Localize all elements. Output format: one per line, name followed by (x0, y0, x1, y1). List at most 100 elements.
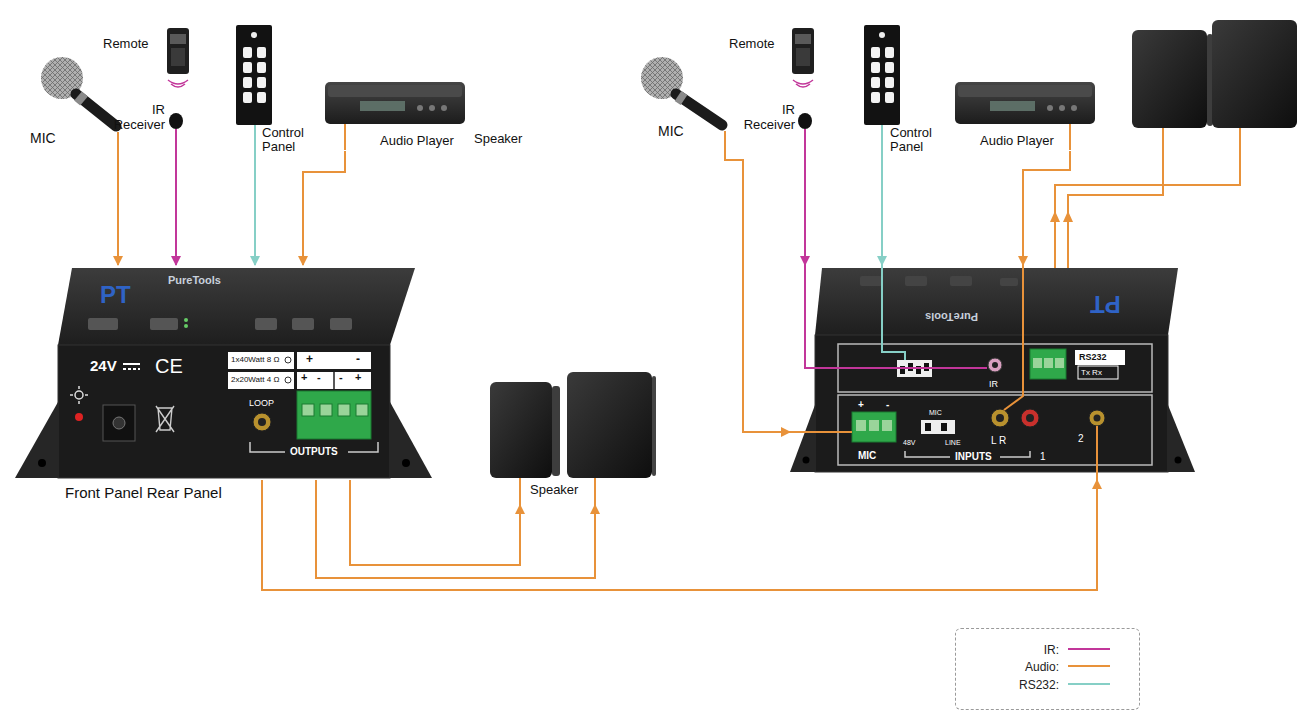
amplifier-rear-body (1044, 358, 1053, 368)
device-label: Control Panel (890, 126, 942, 154)
signal-cable (350, 480, 520, 565)
device-label: Remote (103, 36, 149, 52)
audio-player-icon (1071, 105, 1077, 111)
device-label: Control Panel (262, 126, 314, 154)
panel-label: - (317, 371, 321, 384)
control-panel-icon (251, 32, 257, 38)
panel-label: MIC (858, 450, 876, 462)
control-panel-icon (885, 77, 894, 88)
audio-player-icon (441, 105, 447, 111)
panel-label: - (356, 352, 360, 366)
signal-cable (303, 151, 345, 265)
amplifier-rear-body (838, 395, 1152, 465)
amplifier-rear-body (1026, 414, 1034, 422)
audio-player-icon (325, 82, 465, 150)
amplifier-front-body (70, 386, 88, 404)
amplifier-front-body (285, 357, 291, 363)
speaker-icon (1063, 211, 1073, 222)
audio-player-icon (1069, 124, 1071, 150)
signal-cable (262, 480, 1097, 590)
speaker-icon (552, 386, 560, 476)
panel-label: LINE (945, 439, 961, 447)
amplifier-front-body (228, 372, 294, 389)
amplifier-front-body (58, 268, 415, 345)
panel-label: 24V (90, 357, 117, 375)
panel-label: CE (155, 354, 183, 378)
amplifier-front-body (75, 391, 83, 399)
speaker-icon (1132, 30, 1207, 128)
panel-label: + (301, 371, 307, 384)
control-panel: Control Panel (232, 22, 317, 160)
speaker-icon (652, 376, 656, 476)
amplifier-rear-body (991, 409, 1009, 427)
control-panel: Control Panel (858, 22, 944, 160)
control-panel-icon (885, 92, 894, 103)
speaker-icon (519, 478, 521, 505)
amplifier-front-body (15, 268, 432, 478)
audio-player-icon (325, 82, 465, 124)
legend-text: RS232: (1019, 678, 1059, 692)
remote-icon (170, 34, 186, 44)
amplifier-front-body (338, 404, 350, 416)
amplifier-front-body (75, 413, 83, 421)
amplifier-rear-body (882, 420, 892, 431)
control-panel-icon (257, 92, 266, 103)
speaker-icon (1050, 20, 1297, 268)
amplifier-front-body (103, 405, 135, 441)
microphone-icon (676, 94, 722, 125)
device-label: IR Receiver (101, 102, 165, 132)
panel-label: - (339, 371, 343, 384)
amplifier-front-body (297, 372, 371, 389)
speaker-icon (490, 372, 656, 505)
amplifier-front-body (38, 459, 46, 467)
audio-player-icon (429, 105, 435, 111)
amplifier-rear-body (988, 358, 1002, 372)
control-panel-icon (885, 47, 894, 58)
amplifier-front-body (253, 413, 271, 431)
panel-label: MIC (929, 409, 942, 417)
amplifier-rear-body (1168, 405, 1195, 472)
remote-icon (796, 48, 810, 66)
control-panel-icon (257, 47, 266, 58)
amplifier-front-body (297, 391, 371, 439)
panel-label: 48V (903, 439, 915, 447)
remote-icon (167, 28, 189, 135)
amplifier-rear-body (805, 265, 987, 368)
amplifier-front-body (123, 363, 140, 365)
legend-text: Audio: (1025, 660, 1059, 674)
control-panel-icon (879, 32, 885, 38)
panel-label: 2x20Watt 4 Ω (231, 375, 279, 385)
microphone-icon (724, 131, 726, 150)
panel-caption: Front Panel Rear Panel (65, 484, 222, 502)
amplifier-front-body (15, 402, 58, 478)
ir-receiver: IR Receiver (728, 100, 818, 135)
amplifier-front-body (356, 404, 368, 416)
amplifier-rear-body (790, 405, 815, 472)
audio-player: Audio Player (322, 78, 467, 151)
device-label: Audio Player (980, 133, 1054, 149)
audio-player-icon (1047, 105, 1053, 111)
panel-label: PT (1090, 290, 1121, 319)
amplifier-front-body (58, 345, 390, 478)
control-panel-icon (243, 77, 252, 88)
panel-label: RS232 (1079, 352, 1107, 363)
audio-player-icon (328, 85, 462, 97)
panel-label: - (886, 399, 889, 411)
amplifier-rear-body (996, 414, 1004, 422)
control-panel-icon (243, 47, 252, 58)
amplifier-rear-body (925, 423, 931, 431)
amplifier-rear-body (860, 276, 882, 286)
amplifier-front-body (390, 402, 432, 478)
amplifier-front-body (285, 377, 291, 383)
speaker-icon (594, 478, 596, 505)
panel-label: + (858, 399, 864, 411)
panel-label: PureTools (168, 274, 221, 287)
control-panel-icon (257, 77, 266, 88)
audio-player-icon (990, 101, 1035, 111)
device-label: MIC (30, 130, 56, 147)
panel-label: 1x40Watt 8 Ω (231, 355, 279, 365)
amplifier-rear-body (1175, 457, 1182, 464)
microphone-icon (117, 132, 119, 150)
